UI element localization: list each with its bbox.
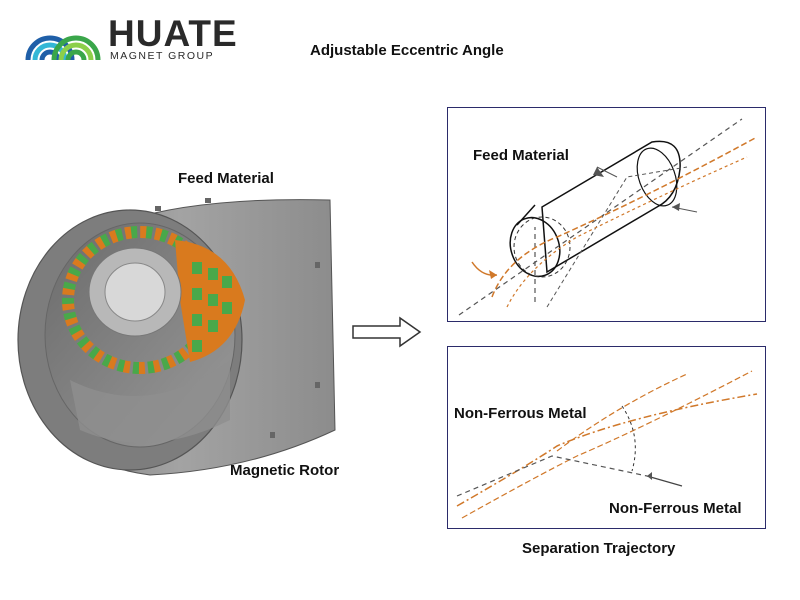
non-ferrous-label-lower: Non-Ferrous Metal [609, 500, 742, 517]
feed-material-label: Feed Material [178, 170, 274, 187]
right-arrow-icon [352, 316, 422, 348]
separation-trajectory-caption: Separation Trajectory [522, 540, 676, 557]
logo-icon [25, 35, 101, 61]
brand-subtitle: MAGNET GROUP [110, 50, 215, 62]
separation-trajectory-panel [447, 346, 766, 529]
eccentric-angle-drawing [458, 118, 758, 316]
magnetic-rotor-label: Magnetic Rotor [230, 462, 340, 479]
brand-name: HUATE [108, 13, 238, 54]
non-ferrous-label-upper: Non-Ferrous Metal [454, 405, 587, 422]
page-title: Adjustable Eccentric Angle [310, 42, 504, 59]
panel-feed-material-label: Feed Material [473, 147, 569, 164]
magnetic-rotor [62, 226, 245, 374]
separation-trajectory-drawing [456, 370, 758, 519]
